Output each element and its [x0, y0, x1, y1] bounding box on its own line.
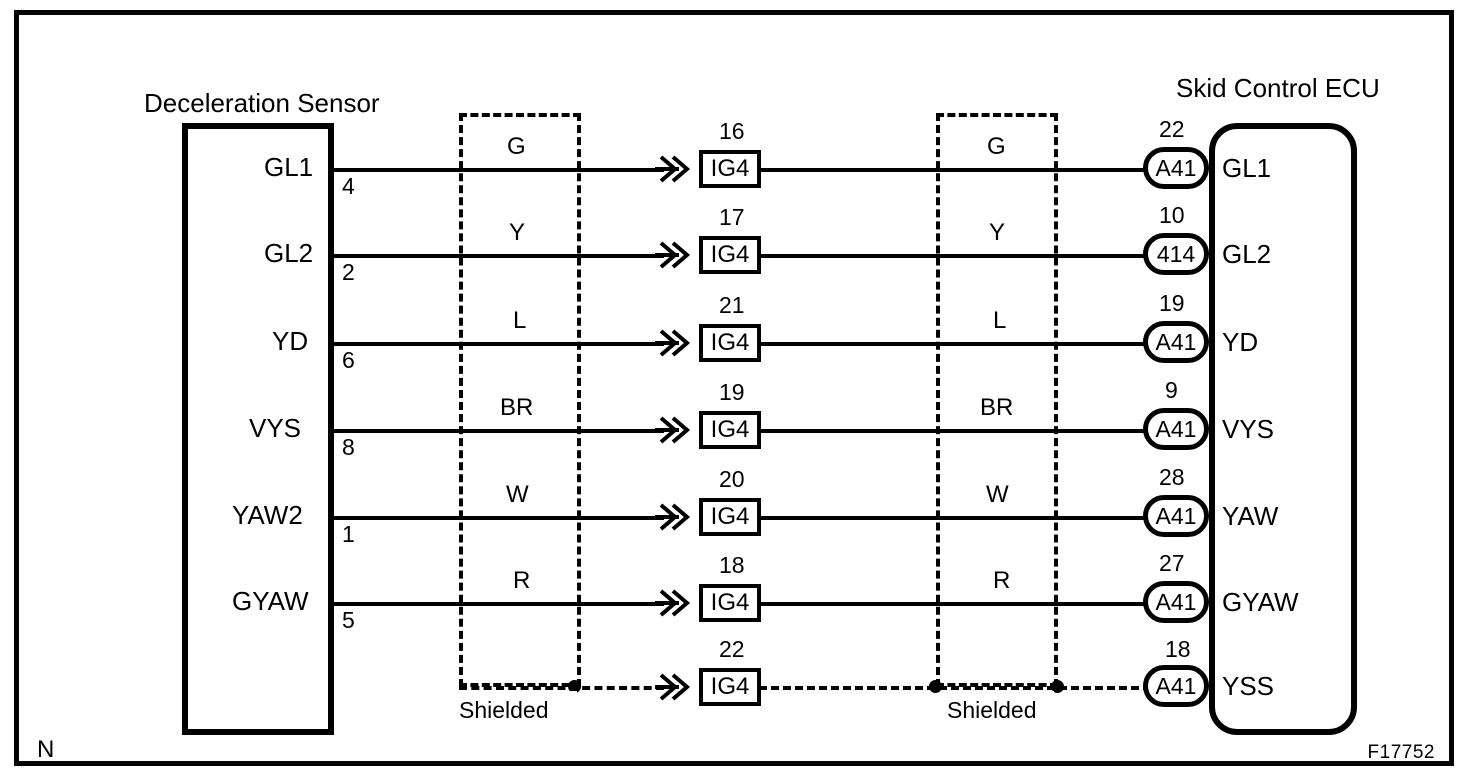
connector-arrow-icon	[653, 497, 693, 537]
sensor-terminal-label: VYS	[249, 413, 302, 443]
connector-box: IG4	[699, 498, 761, 536]
ecu-connector-oval: A41	[1143, 495, 1209, 537]
wire-segment-right	[759, 254, 1151, 258]
skid-control-ecu-block	[1209, 123, 1357, 735]
deceleration-sensor-title: Deceleration Sensor	[144, 88, 380, 118]
connector-pin-number: 19	[719, 379, 745, 405]
connector-box: IG4	[699, 411, 761, 449]
ecu-pin-number: 18	[1165, 636, 1191, 662]
wire-segment-right	[759, 342, 1151, 346]
wire-color-left: G	[507, 133, 526, 160]
ecu-connector-oval: 414	[1143, 233, 1209, 275]
shielded-label-right: Shielded	[947, 697, 1037, 723]
sensor-pin-number: 8	[342, 434, 355, 460]
ecu-terminal-label: GYAW	[1222, 587, 1299, 617]
wire-segment-right	[759, 516, 1151, 520]
wire-color-right: BR	[980, 394, 1014, 421]
connector-box: IG4	[699, 236, 761, 274]
ecu-pin-number: 22	[1159, 116, 1185, 142]
page-corner-mark: N	[37, 736, 55, 763]
connector-pin-number: 22	[719, 636, 745, 662]
connector-box: IG4	[699, 584, 761, 622]
connector-pin-number: 21	[719, 292, 745, 318]
ecu-terminal-label: YSS	[1222, 671, 1275, 701]
connector-pin-number: 20	[719, 466, 745, 492]
sensor-pin-number: 5	[342, 607, 355, 633]
connector-pin-number: 18	[719, 552, 745, 578]
shield-wire-left	[459, 686, 664, 690]
ecu-terminal-label: VYS	[1222, 414, 1275, 444]
connector-pin-number: 17	[719, 204, 745, 230]
wire-color-left: BR	[500, 394, 534, 421]
sensor-pin-number: 1	[342, 521, 355, 547]
connector-arrow-icon	[653, 235, 693, 275]
wire-color-right: Y	[989, 219, 1006, 246]
wire-color-right: L	[993, 307, 1007, 334]
wire-segment-left	[334, 516, 664, 520]
shield-junction-dot	[568, 680, 581, 693]
wire-segment-left	[334, 342, 664, 346]
wire-segment-left	[334, 254, 664, 258]
wire-color-left: Y	[509, 219, 526, 246]
connector-box: IG4	[699, 150, 761, 188]
wire-color-left: L	[513, 307, 527, 334]
ecu-pin-number: 10	[1159, 202, 1185, 228]
ecu-pin-number: 19	[1159, 290, 1185, 316]
wire-color-left: R	[513, 567, 531, 594]
sensor-terminal-label: YD	[272, 326, 309, 356]
wire-segment-left	[334, 429, 664, 433]
sensor-pin-number: 6	[342, 347, 355, 373]
ecu-terminal-label: GL1	[1222, 153, 1272, 183]
sensor-terminal-label: GYAW	[232, 586, 309, 616]
ecu-connector-oval: A41	[1143, 581, 1209, 623]
ecu-terminal-label: YD	[1222, 327, 1259, 357]
wire-color-right: W	[986, 481, 1009, 508]
ecu-terminal-label: GL2	[1222, 239, 1272, 269]
connector-box: IG4	[699, 668, 761, 706]
wire-segment-right	[759, 168, 1151, 172]
shield-box-left-bottom-mask	[463, 691, 577, 715]
connector-pin-number: 16	[719, 118, 745, 144]
sensor-terminal-label: GL2	[264, 238, 314, 268]
sensor-pin-number: 2	[342, 259, 355, 285]
connector-box: IG4	[699, 324, 761, 362]
wire-segment-left	[334, 602, 664, 606]
shield-junction-dot	[929, 680, 942, 693]
wire-color-left: W	[506, 481, 529, 508]
sensor-terminal-label: YAW2	[232, 500, 303, 530]
ecu-pin-number: 9	[1165, 377, 1178, 403]
wire-color-right: G	[987, 133, 1006, 160]
wire-segment-right	[759, 429, 1151, 433]
ecu-pin-number: 27	[1159, 550, 1185, 576]
skid-control-ecu-title: Skid Control ECU	[1176, 73, 1380, 103]
shield-box-right-bottom-mask	[940, 691, 1054, 715]
deceleration-sensor-block	[182, 123, 334, 735]
sensor-pin-number: 4	[342, 173, 355, 199]
shield-junction-dot	[1051, 680, 1064, 693]
figure-reference-code: F17752	[1367, 742, 1435, 763]
ecu-pin-number: 28	[1159, 464, 1185, 490]
shielded-label-left: Shielded	[459, 697, 549, 723]
connector-arrow-icon	[653, 323, 693, 363]
connector-arrow-icon	[653, 667, 693, 707]
sensor-terminal-label: GL1	[264, 152, 314, 182]
shield-box-right	[936, 113, 1058, 687]
connector-arrow-icon	[653, 583, 693, 623]
ecu-terminal-label: YAW	[1222, 501, 1279, 531]
ecu-connector-oval: A41	[1143, 665, 1209, 707]
ecu-connector-oval: A41	[1143, 147, 1209, 189]
wire-color-right: R	[993, 567, 1011, 594]
diagram-frame: Deceleration Sensor Skid Control ECU GL1…	[14, 10, 1454, 766]
connector-arrow-icon	[653, 149, 693, 189]
ecu-connector-oval: A41	[1143, 321, 1209, 363]
ecu-connector-oval: A41	[1143, 408, 1209, 450]
wire-segment-left	[334, 168, 664, 172]
connector-arrow-icon	[653, 410, 693, 450]
wire-segment-right	[759, 602, 1151, 606]
shield-wire-right	[759, 686, 1151, 690]
shield-box-left	[459, 113, 581, 687]
